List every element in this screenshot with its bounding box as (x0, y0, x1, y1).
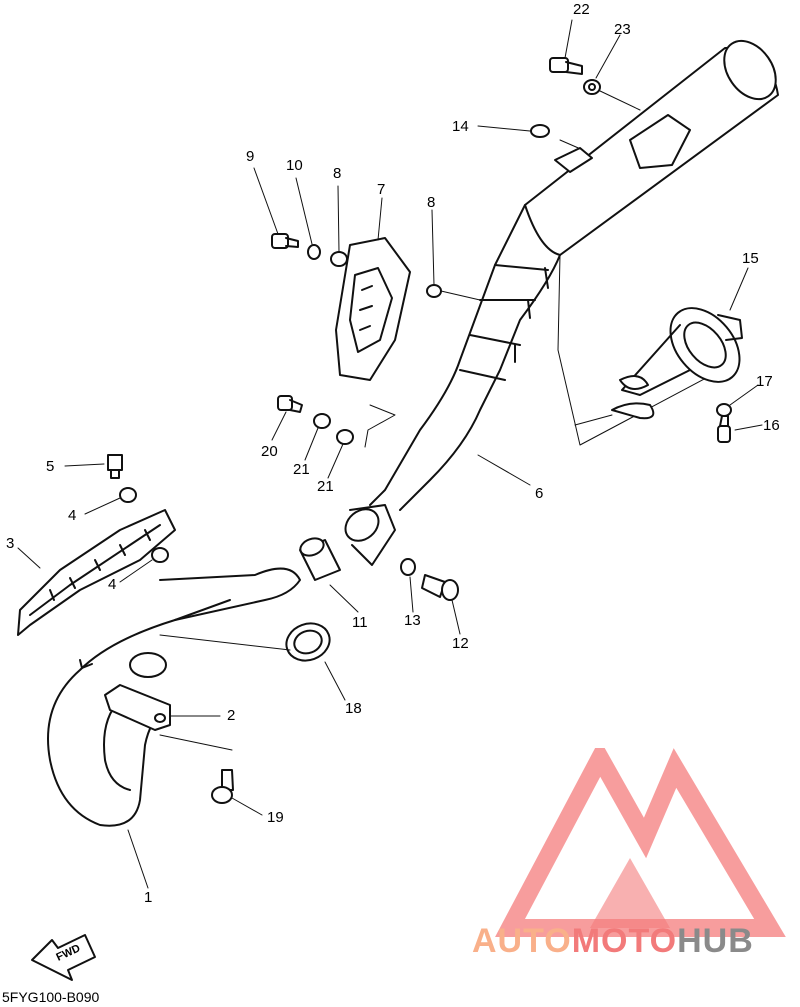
callout-12: 12 (452, 635, 469, 652)
callout-8b: 8 (427, 194, 436, 211)
exhaust-pipe (47, 567, 301, 827)
leader-lines (17, 19, 763, 889)
callout-14: 14 (452, 118, 469, 135)
bolt-19 (211, 769, 234, 804)
callout-10: 10 (286, 157, 303, 174)
washer-8b (426, 284, 442, 298)
callout-21b: 21 (317, 478, 334, 495)
brand-auto: AUTO (472, 922, 572, 960)
fwd-arrow (31, 934, 96, 981)
callout-11: 11 (352, 614, 368, 631)
bolt-12 (421, 574, 459, 601)
callout-13: 13 (404, 612, 421, 629)
bolt-9 (271, 233, 299, 249)
callout-6: 6 (535, 485, 544, 502)
muffler (369, 39, 779, 511)
washer-8a (330, 251, 348, 267)
bolt-22 (549, 57, 583, 75)
heat-protector-muffler (335, 237, 411, 381)
washer-23 (583, 79, 601, 95)
callout-7: 7 (377, 181, 386, 198)
callout-15: 15 (742, 250, 759, 267)
callout-3: 3 (6, 535, 15, 552)
brand-moto: MOTO (571, 922, 678, 960)
grommet-14 (530, 124, 550, 138)
callout-22: 22 (573, 1, 590, 18)
muffler-inlet (344, 504, 396, 566)
collar-4a (119, 487, 137, 503)
collar-4b (151, 547, 169, 563)
callout-8a: 8 (333, 165, 342, 182)
callout-5: 5 (46, 458, 55, 475)
callout-18: 18 (345, 700, 362, 717)
washer-21b (336, 429, 354, 445)
brand-wordmark: AUTOMOTOHUB (472, 922, 754, 961)
callout-2: 2 (227, 707, 236, 724)
callout-4b: 4 (108, 576, 117, 593)
gasket-18 (285, 622, 331, 662)
bolt-16 (717, 415, 731, 443)
exhaust-flange (104, 652, 171, 731)
brand-logo (495, 748, 786, 937)
washer-21a (313, 413, 331, 429)
callout-9: 9 (246, 148, 255, 165)
callout-20: 20 (261, 443, 278, 460)
callout-21a: 21 (293, 461, 310, 478)
callout-17: 17 (756, 373, 773, 390)
washer-10 (307, 244, 321, 260)
callout-1: 1 (144, 889, 153, 906)
bolt-5 (107, 454, 123, 479)
diagram-code: 5FYG100-B090 (2, 989, 100, 1005)
gasket-11 (299, 537, 341, 581)
callout-23: 23 (614, 21, 631, 38)
washer-13 (400, 558, 416, 576)
callout-19: 19 (267, 809, 284, 826)
heat-protector-pipe (17, 509, 176, 636)
spark-arrester (574, 307, 743, 426)
callout-16: 16 (763, 417, 780, 434)
callout-4a: 4 (68, 507, 77, 524)
bolt-20 (277, 395, 303, 413)
washer-17 (716, 403, 732, 417)
brand-hub: HUB (677, 922, 754, 960)
